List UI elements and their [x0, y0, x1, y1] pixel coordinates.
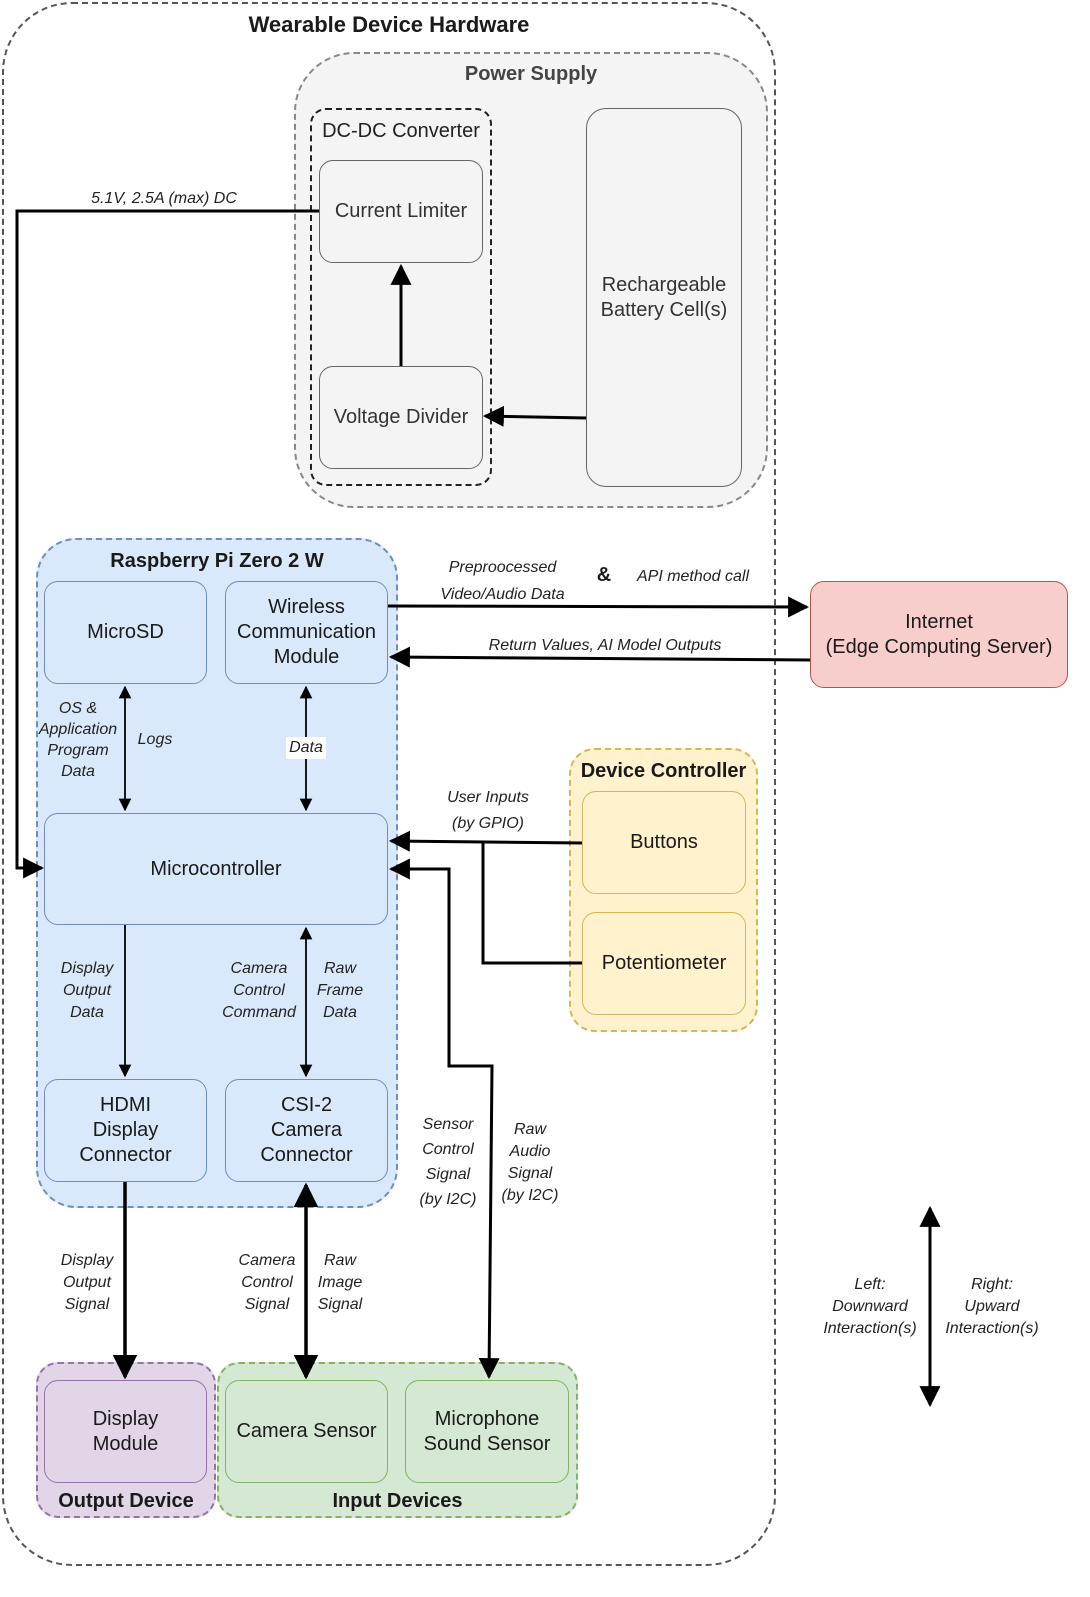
api-call-label: API method call: [636, 568, 750, 585]
csi-connector-label: CSI-2 Camera Connector: [260, 1094, 353, 1166]
potentiometer-box: Potentiometer: [582, 912, 746, 1015]
potentiometer-label: Potentiometer: [601, 952, 727, 974]
wireless-to-internet-arrow: [387, 596, 810, 618]
power-supply-title: Power Supply: [464, 63, 598, 85]
microcontroller-box: Microcontroller: [44, 813, 388, 925]
internet-box: Internet (Edge Computing Server): [810, 581, 1068, 688]
ampersand-label: &: [596, 564, 612, 586]
display-output-signal-label: Display Output Signal: [60, 1252, 114, 1313]
microphone-sensor-box: Microphone Sound Sensor: [405, 1380, 569, 1483]
device-controller-title: Device Controller: [580, 760, 747, 782]
buttons-label: Buttons: [630, 831, 698, 853]
raw-frame-data-label: Raw Frame Data: [316, 960, 364, 1021]
dc-power-line: [15, 209, 319, 879]
dc-power-label: 5.1V, 2.5A (max) DC: [91, 190, 237, 207]
current-limiter-box: Current Limiter: [319, 160, 483, 263]
camera-control-signal-label: Camera Control Signal: [238, 1252, 296, 1313]
sensor-control-label: Sensor Control Signal (by I2C): [419, 1116, 477, 1208]
input-devices-title: Input Devices: [332, 1490, 463, 1512]
raw-image-signal-label: Raw Image Signal: [317, 1252, 363, 1313]
preprocessed-label: Preproocessed Video/Audio Data: [440, 559, 565, 603]
internet-label: Internet (Edge Computing Server): [825, 610, 1053, 658]
display-output-data-label: Display Output Data: [60, 960, 114, 1021]
wearable-device-title: Wearable Device Hardware: [248, 12, 530, 37]
battery-label: Rechargeable Battery Cell(s): [600, 273, 728, 321]
dc-dc-converter-group: [310, 108, 492, 486]
logs-label: Logs: [137, 731, 173, 748]
i2c-line: [388, 858, 500, 1380]
legend-right-label: Right: Upward Interaction(s): [945, 1276, 1039, 1337]
battery-box: Rechargeable Battery Cell(s): [586, 108, 742, 487]
buttons-box: Buttons: [582, 791, 746, 894]
raw-audio-label: Raw Audio Signal (by I2C): [501, 1121, 559, 1204]
hdmi-connector-label: HDMI Display Connector: [79, 1094, 172, 1166]
display-module-label: Display Module: [92, 1407, 159, 1455]
microcontroller-label: Microcontroller: [150, 857, 282, 880]
dc-dc-converter-title: DC-DC Converter: [322, 120, 480, 142]
voltage-divider-label: Voltage Divider: [333, 406, 469, 428]
wearable-device-group: [2, 2, 776, 1566]
legend-left-label: Left: Downward Interaction(s): [823, 1276, 917, 1337]
wireless-module-label: Wireless Communication Module: [237, 596, 376, 668]
os-data-label: OS & Application Program Data: [38, 700, 118, 780]
buttons-input-line: [388, 830, 583, 852]
microsd-label: MicroSD: [87, 621, 164, 643]
camera-control-command-label: Camera Control Command: [222, 960, 296, 1021]
return-values-label: Return Values, AI Model Outputs: [488, 637, 722, 654]
camera-sensor-label: Camera Sensor: [236, 1420, 377, 1442]
potentiometer-input-line: [481, 843, 582, 965]
current-limiter-label: Current Limiter: [334, 200, 468, 222]
microsd-box: MicroSD: [44, 581, 207, 684]
hdmi-connector-box: HDMI Display Connector: [44, 1079, 207, 1182]
output-device-title: Output Device: [58, 1490, 194, 1512]
camera-sensor-box: Camera Sensor: [225, 1380, 388, 1483]
microphone-sensor-label: Microphone Sound Sensor: [423, 1407, 551, 1455]
csi-connector-box: CSI-2 Camera Connector: [225, 1079, 388, 1182]
display-module-box: Display Module: [44, 1380, 207, 1483]
power-supply-group: [294, 52, 768, 508]
raspberry-pi-title: Raspberry Pi Zero 2 W: [110, 550, 324, 572]
voltage-divider-box: Voltage Divider: [319, 366, 483, 469]
data-label: Data: [286, 737, 326, 759]
wireless-module-box: Wireless Communication Module: [225, 581, 388, 684]
internet-to-wireless-arrow: [388, 646, 811, 668]
battery-to-voltage-arrow: [482, 405, 587, 427]
user-inputs-label: User Inputs (by GPIO): [447, 789, 529, 832]
